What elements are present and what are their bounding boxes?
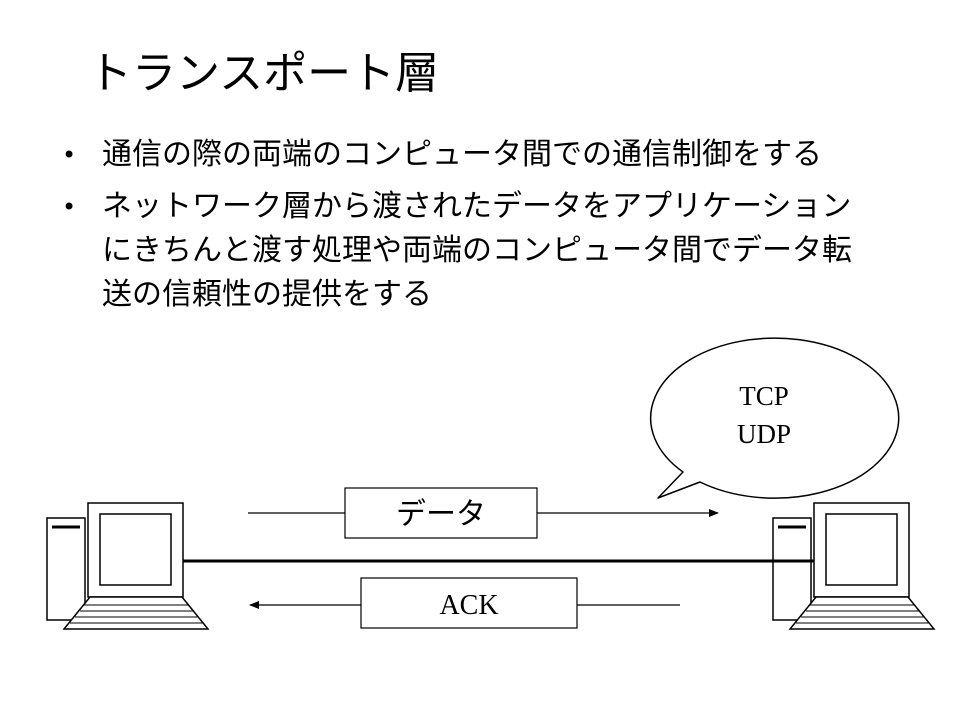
left-monitor-screen	[99, 513, 172, 586]
data-box	[344, 487, 538, 539]
ack-box-label: ACK	[439, 590, 498, 621]
ack-box	[360, 577, 578, 629]
bullet-text: 通信の際の両端のコンピュータ間での通信制御をする	[102, 137, 822, 172]
right-computer-icon	[772, 502, 936, 630]
bullet-marker: •	[62, 141, 77, 169]
slide-title: トランスポート層	[88, 48, 440, 99]
right-tower	[772, 517, 812, 621]
bullet-list: • 通信の際の両端のコンピュータ間での通信制御をする • ネットワーク層から渡さ…	[62, 133, 852, 325]
speech-bubble-shape	[649, 337, 900, 499]
right-monitor-screen	[825, 513, 898, 586]
bullet-marker: •	[62, 193, 77, 221]
bubble-label-udp: UDP	[737, 419, 791, 449]
bubble-label-tcp: TCP	[739, 381, 789, 411]
bullet-item: • 通信の際の両端のコンピュータ間での通信制御をする	[62, 133, 852, 177]
left-computer-icon	[46, 502, 210, 630]
data-box-label: データ	[396, 497, 486, 532]
right-keyboard	[788, 596, 936, 630]
speech-bubble: TCP UDP	[649, 337, 900, 499]
left-tower	[46, 517, 86, 621]
bullet-text: ネットワーク層から渡されたデータをアプリケーションにきちんと渡す処理や両端のコン…	[102, 189, 852, 312]
left-keyboard	[62, 596, 210, 630]
bullet-item: • ネットワーク層から渡されたデータをアプリケーションにきちんと渡す処理や両端の…	[62, 185, 852, 317]
